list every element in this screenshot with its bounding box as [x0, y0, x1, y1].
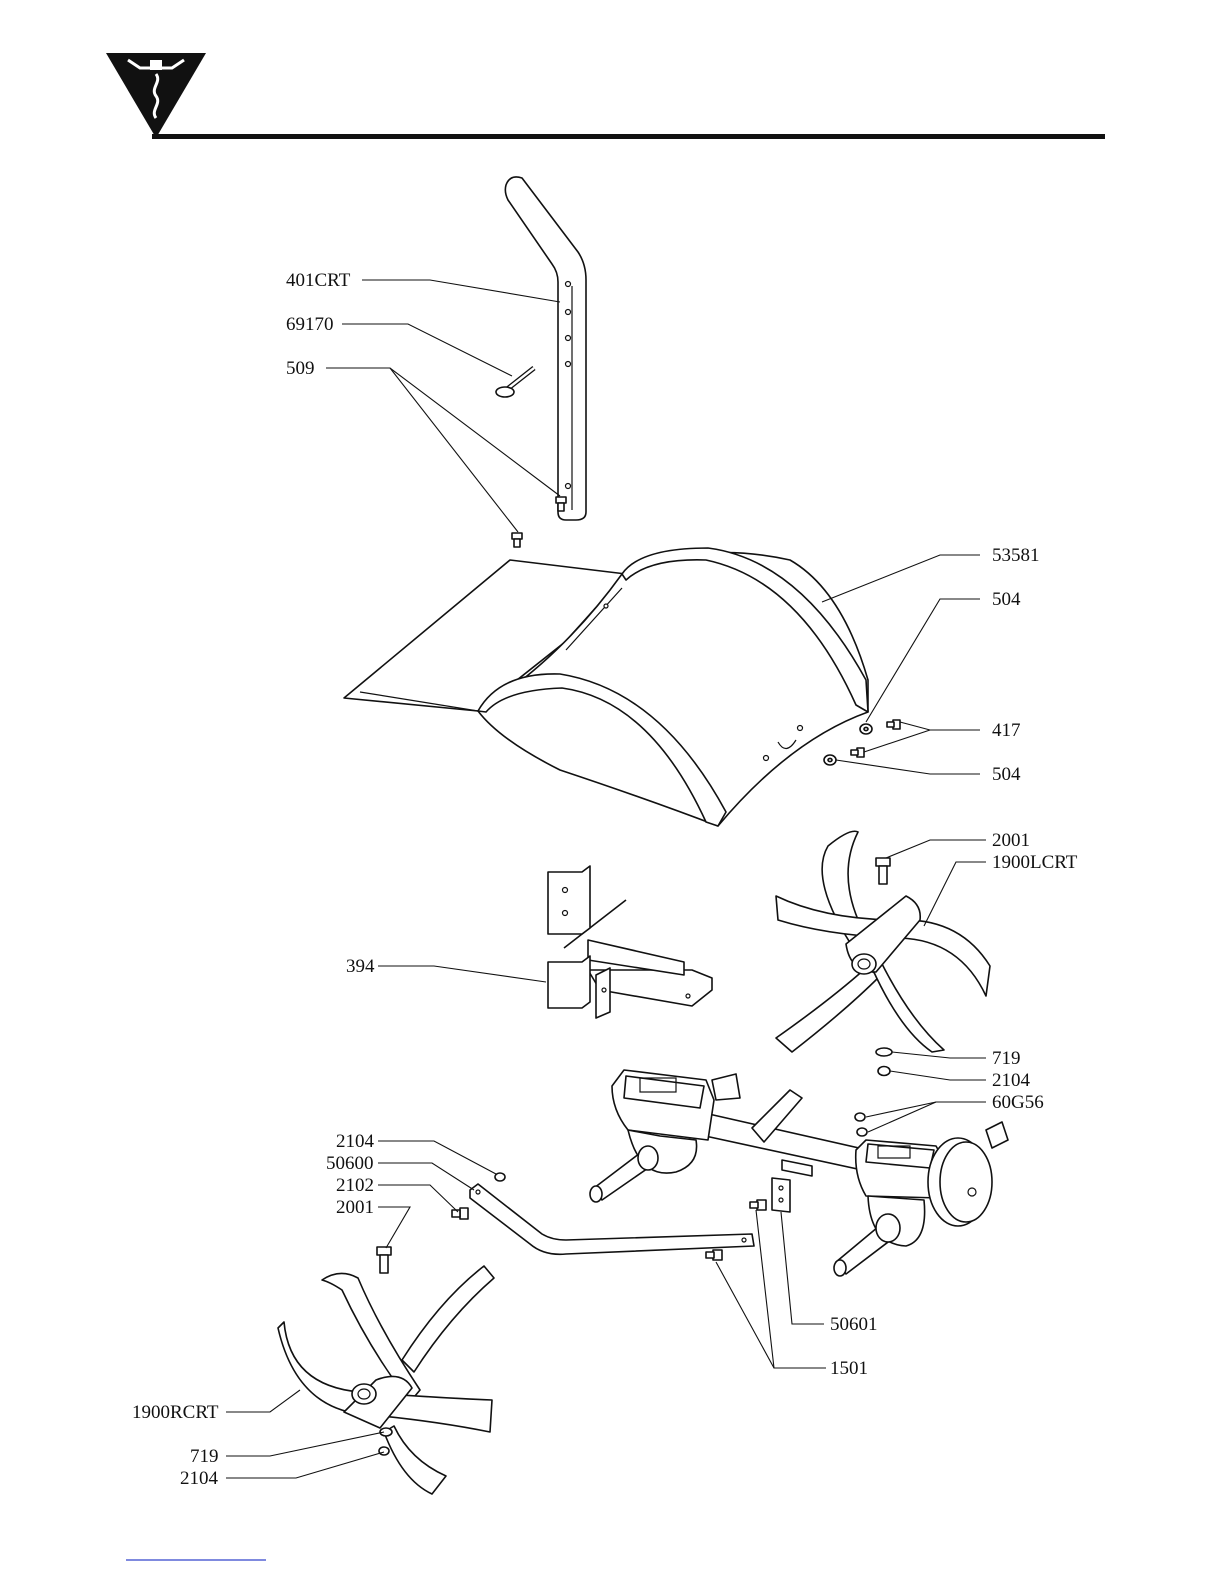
- label-2001-upper: 2001: [992, 831, 1030, 850]
- hitch-bracket-394: [548, 866, 712, 1018]
- bolt-509-lower: [512, 533, 522, 547]
- label-69170: 69170: [286, 315, 334, 334]
- nut-2104-upper: [878, 1067, 890, 1076]
- label-417: 417: [992, 721, 1021, 740]
- header-rule: [152, 134, 1105, 139]
- label-1900lcrt: 1900LCRT: [992, 853, 1077, 872]
- nut-2104-middle: [495, 1173, 505, 1181]
- label-2104-upper: 2104: [992, 1071, 1030, 1090]
- label-60g56: 60G56: [992, 1093, 1044, 1112]
- pin-69170: [496, 368, 534, 397]
- tine-assembly-1900rcrt: [278, 1266, 494, 1494]
- brace-bar-50600: [470, 1184, 754, 1254]
- label-504-lower: 504: [992, 765, 1021, 784]
- label-50600: 50600: [326, 1154, 374, 1173]
- label-719-upper: 719: [992, 1049, 1021, 1068]
- nut-2104-lower: [379, 1447, 389, 1455]
- label-53581: 53581: [992, 546, 1040, 565]
- bolt-2102: [452, 1208, 468, 1219]
- tine-shield-53581: [344, 548, 868, 826]
- label-401crt: 401CRT: [286, 271, 350, 290]
- plate-50601: [772, 1178, 790, 1212]
- washer-504-lower: [824, 755, 836, 765]
- leader-lines: [226, 280, 986, 1478]
- depth-bar-401crt: [505, 177, 586, 520]
- label-2104-lower: 2104: [180, 1469, 218, 1488]
- label-1501: 1501: [830, 1359, 868, 1378]
- label-504-upper: 504: [992, 590, 1021, 609]
- label-1900rcrt: 1900RCRT: [132, 1403, 218, 1422]
- bolt-417-upper: [887, 720, 900, 729]
- label-50601: 50601: [830, 1315, 878, 1334]
- bolt-2001-upper: [876, 858, 890, 884]
- label-2104-middle: 2104: [336, 1132, 374, 1151]
- label-2001-lower: 2001: [336, 1198, 374, 1217]
- washer-719-upper: [876, 1048, 892, 1056]
- label-2102: 2102: [336, 1176, 374, 1195]
- label-394: 394: [346, 957, 375, 976]
- bolt-1501-lower: [706, 1250, 722, 1260]
- tiller-logo-icon: [106, 53, 206, 138]
- washer-504-upper: [860, 724, 872, 734]
- bolt-1501-upper: [750, 1200, 766, 1210]
- bolt-417-lower: [851, 748, 864, 757]
- bolt-2001-lower: [377, 1247, 391, 1273]
- label-719-lower: 719: [190, 1447, 219, 1466]
- label-509: 509: [286, 359, 315, 378]
- bolt-509-upper: [556, 497, 566, 511]
- nuts-60g56: [855, 1113, 867, 1136]
